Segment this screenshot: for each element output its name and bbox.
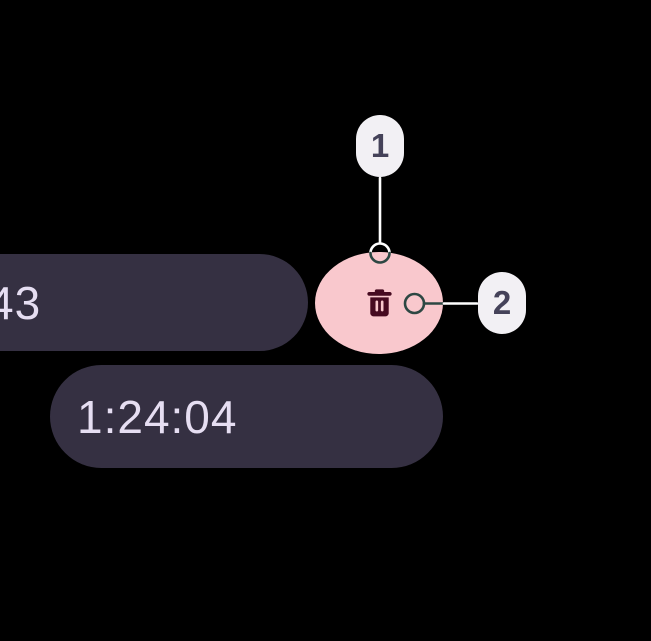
timer-pill[interactable]: 1:24:04 — [50, 365, 443, 468]
timer-time: 1:24:04 — [77, 390, 238, 443]
annotation-badge-1: 1 — [356, 115, 404, 177]
timer-time-partial: 43 — [0, 276, 42, 329]
trash-icon — [366, 289, 392, 317]
timer-pill-partial[interactable]: 43 — [0, 254, 308, 351]
annotation-badge-1-label: 1 — [370, 127, 390, 164]
delete-timer-button[interactable] — [315, 252, 443, 354]
annotation-badge-2: 2 — [478, 272, 526, 334]
annotation-badge-2-label: 2 — [492, 284, 512, 321]
